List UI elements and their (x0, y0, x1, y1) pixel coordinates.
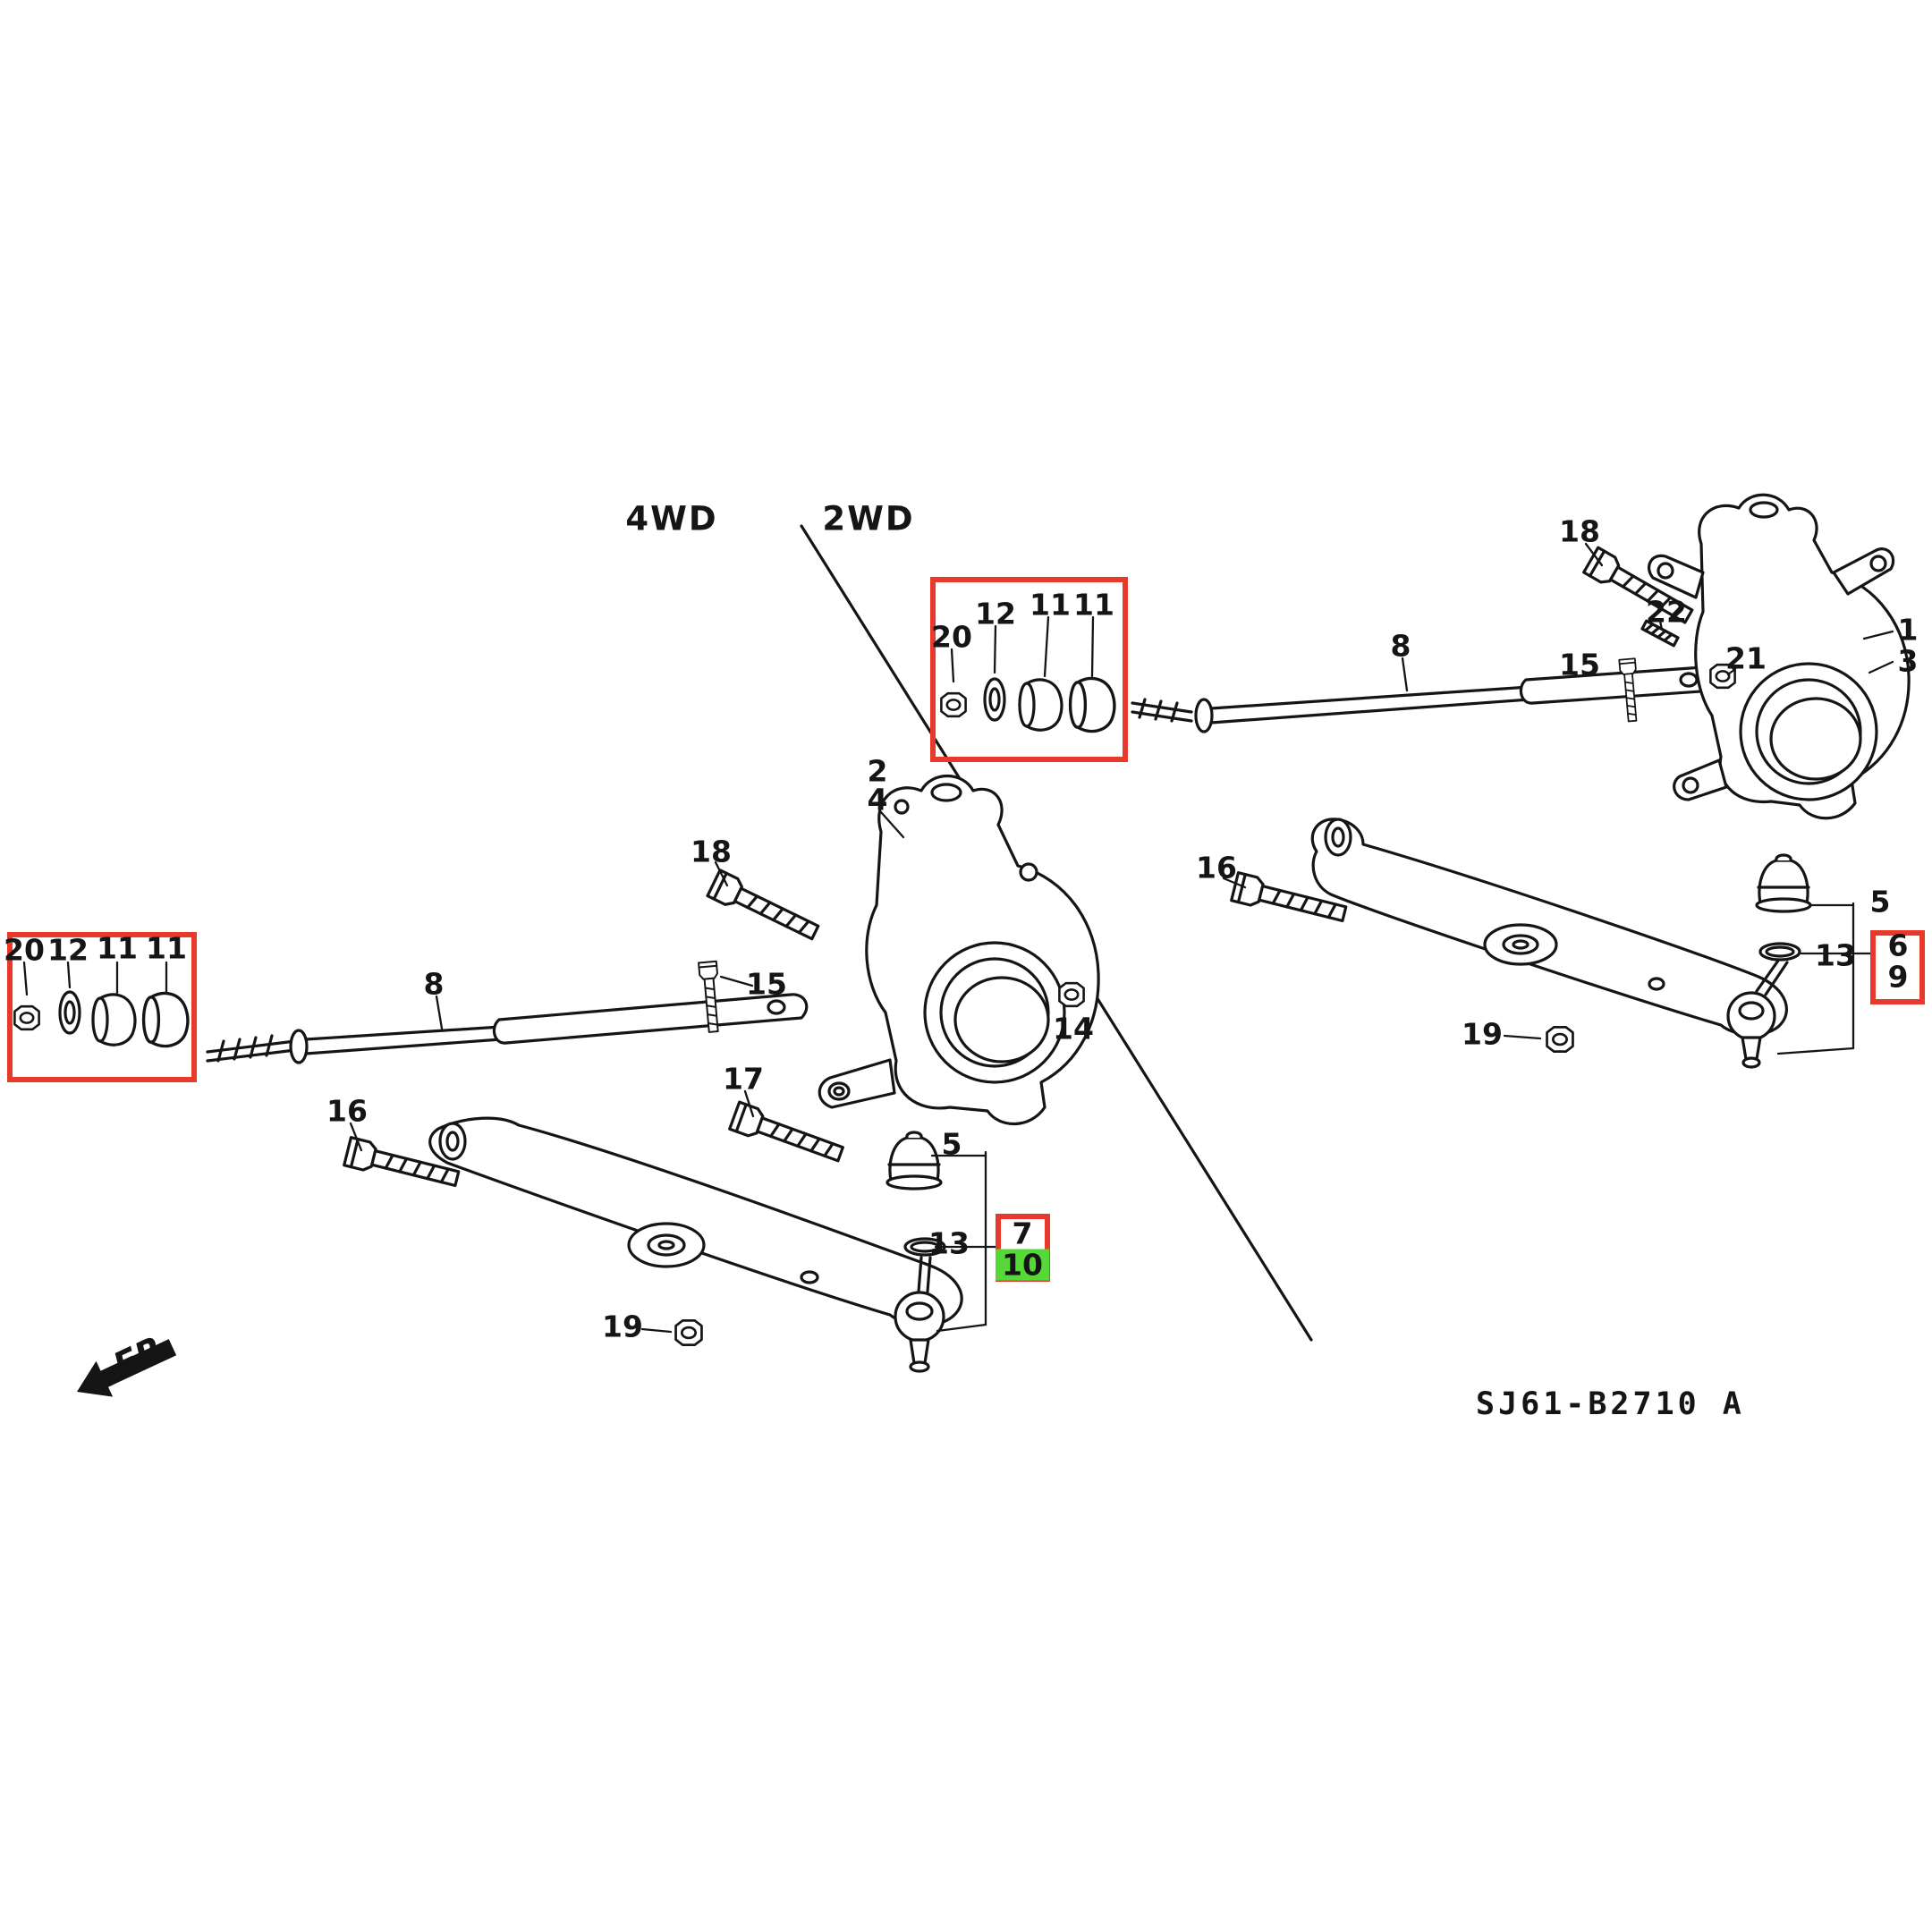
callout-left-box-12: 12 (47, 932, 89, 968)
callout-part-6[interactable]: 6 (1887, 928, 1909, 963)
section-label-4wd: 4WD (625, 499, 718, 538)
callout-part-18-right: 18 (1559, 513, 1600, 549)
callout-part-15-left: 15 (746, 966, 787, 1002)
right-lower-control-arm (1310, 818, 1788, 1069)
callout-part-15-right: 15 (1559, 647, 1600, 682)
callout-left-box-20: 20 (4, 932, 45, 968)
callout-part-21: 21 (1725, 640, 1767, 676)
callout-part-17: 17 (723, 1061, 764, 1097)
callout-part-16-right: 16 (1196, 850, 1237, 886)
left-radius-rod (206, 993, 809, 1064)
left-ball-joint-parts (886, 1131, 946, 1293)
callout-part-19-right: 19 (1462, 1016, 1503, 1052)
callout-part-13-left: 13 (928, 1225, 970, 1261)
callout-part-3: 3 (1897, 643, 1919, 679)
left-steering-knuckle (818, 774, 1100, 1126)
front-direction-arrow (77, 1339, 177, 1397)
callout-part-7[interactable]: 7 (1012, 1216, 1033, 1251)
callout-part-5-right: 5 (1869, 884, 1891, 919)
callout-part-4: 4 (867, 782, 888, 818)
callout-left-box-11a: 11 (97, 930, 138, 966)
callout-part-14: 14 (1053, 1011, 1094, 1046)
callout-part-13-right: 13 (1815, 937, 1856, 973)
callout-top-box-11b: 11 (1073, 587, 1114, 623)
callout-top-box-20: 20 (931, 619, 972, 655)
callout-part-8-left: 8 (423, 966, 445, 1002)
hotspot-left-bushing-set[interactable] (7, 932, 197, 1082)
callout-part-8-right: 8 (1390, 628, 1411, 664)
callout-part-16-left: 16 (326, 1093, 368, 1129)
right-ball-joint-parts (1755, 853, 1812, 996)
callout-part-18-left: 18 (691, 834, 732, 869)
leader-lines (22, 542, 1894, 1334)
diagram-code: SJ61-B2710 A (1476, 1386, 1745, 1422)
callout-part-5-left: 5 (941, 1126, 962, 1162)
callout-top-box-12: 12 (975, 596, 1016, 631)
callout-part-22: 22 (1646, 594, 1687, 630)
callout-part-1: 1 (1897, 612, 1919, 648)
left-lower-control-arm (428, 1116, 963, 1373)
callout-part-10-highlighted[interactable]: 10 (996, 1249, 1049, 1281)
callout-part-19-left: 19 (602, 1309, 643, 1344)
callout-part-2: 2 (867, 753, 888, 789)
callout-part-9[interactable]: 9 (1887, 959, 1909, 995)
hotspot-part-6-9[interactable] (1870, 930, 1925, 1004)
right-steering-knuckle (1648, 493, 1911, 820)
callout-left-box-11b: 11 (146, 930, 187, 966)
callout-top-box-11a: 11 (1030, 587, 1071, 623)
hotspot-top-bushing-set[interactable] (930, 577, 1128, 762)
section-label-2wd: 2WD (822, 499, 915, 538)
